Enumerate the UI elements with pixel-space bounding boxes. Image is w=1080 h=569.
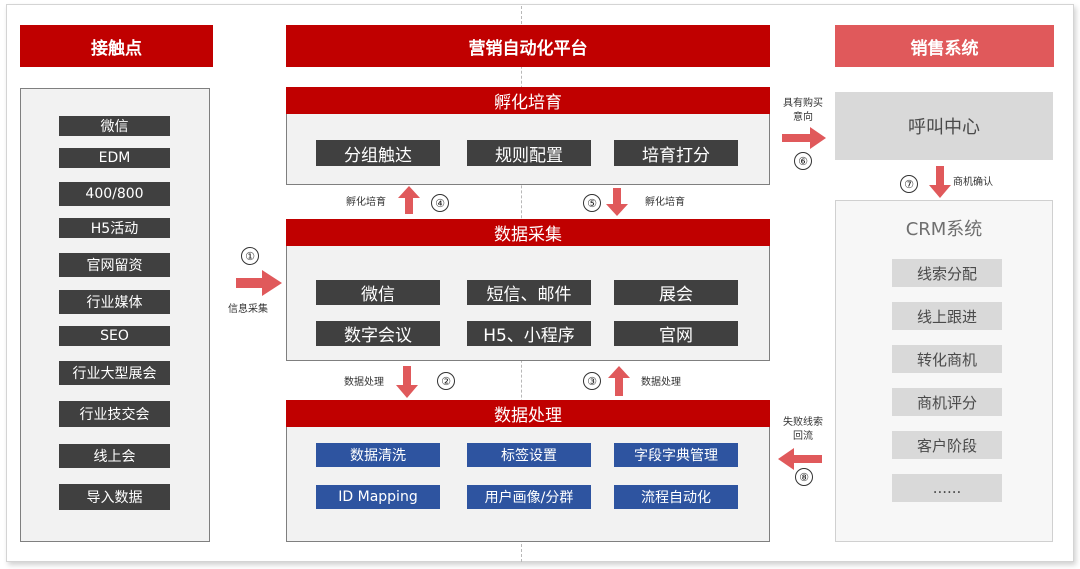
flow-8-label: 失败线索 回流: [776, 416, 830, 444]
flow-2-label: 数据处理: [344, 377, 384, 388]
processing-item: ID Mapping: [316, 485, 440, 509]
arrow-down-icon: [929, 166, 951, 198]
processing-item: 流程自动化: [614, 485, 738, 509]
flow-8-label-line1: 失败线索: [783, 417, 823, 428]
touchpoint-item: 官网留资: [59, 253, 170, 277]
arrow-down-icon: [396, 366, 418, 398]
crm-title: CRM系统: [905, 219, 983, 240]
crm-item: 转化商机: [892, 345, 1002, 373]
touchpoint-item: 线上会: [59, 444, 170, 468]
touchpoint-item: H5活动: [59, 218, 170, 238]
incubation-item: 培育打分: [614, 140, 738, 166]
crm-item: 客户阶段: [892, 431, 1002, 459]
crm-item: ......: [892, 474, 1002, 502]
flow-8-label-line2: 回流: [793, 431, 813, 442]
collection-item: 官网: [614, 321, 738, 346]
processing-title: 数据处理: [286, 400, 770, 427]
arrow-up-icon: [608, 366, 630, 396]
flow-1-label: 信息采集: [228, 304, 268, 315]
touchpoints-header: 接触点: [20, 25, 213, 67]
touchpoint-item: 导入数据: [59, 484, 170, 510]
touchpoint-item: SEO: [59, 326, 170, 346]
collection-item: 展会: [614, 280, 738, 305]
collection-item: 微信: [316, 280, 440, 305]
touchpoint-item: EDM: [59, 148, 170, 168]
flow-6-label-line1: 具有购买: [783, 98, 823, 109]
flow-6-label-line2: 意向: [793, 112, 813, 123]
processing-item: 字段字典管理: [614, 443, 738, 467]
crm-item: 线索分配: [892, 259, 1002, 287]
arrow-down-icon: [606, 188, 628, 216]
processing-item: 用户画像/分群: [467, 485, 591, 509]
crm-item: 商机评分: [892, 388, 1002, 416]
platform-header: 营销自动化平台: [286, 25, 770, 67]
flow-4-number: ④: [431, 194, 449, 212]
collection-title: 数据采集: [286, 219, 770, 246]
touchpoint-item: 行业媒体: [59, 290, 170, 314]
collection-item: H5、小程序: [467, 321, 591, 346]
flow-5-number: ⑤: [583, 194, 601, 212]
touchpoint-item: 微信: [59, 116, 170, 136]
flow-8-number: ⑧: [795, 468, 813, 486]
collection-item: 数字会议: [316, 321, 440, 346]
flow-7-number: ⑦: [900, 175, 918, 193]
touchpoint-item: 行业大型展会: [59, 361, 170, 385]
flow-7-label: 商机确认: [953, 177, 993, 188]
arrow-right-icon: [782, 127, 826, 149]
collection-item: 短信、邮件: [467, 280, 591, 305]
call-center-box: 呼叫中心: [835, 92, 1053, 160]
touchpoint-item: 行业技交会: [59, 401, 170, 427]
incubation-item: 规则配置: [467, 140, 591, 166]
crm-item: 线上跟进: [892, 302, 1002, 330]
incubation-title: 孵化培育: [286, 87, 770, 114]
flow-3-label: 数据处理: [641, 377, 681, 388]
arrow-right-icon: [236, 270, 282, 296]
processing-item: 标签设置: [467, 443, 591, 467]
incubation-item: 分组触达: [316, 140, 440, 166]
flow-4-label: 孵化培育: [346, 197, 386, 208]
flow-1-number: ①: [241, 247, 259, 265]
flow-6-label: 具有购买 意向: [777, 97, 829, 125]
sales-header: 销售系统: [835, 25, 1054, 67]
processing-item: 数据清洗: [316, 443, 440, 467]
arrow-up-icon: [398, 186, 420, 214]
arrow-left-icon: [778, 448, 822, 470]
touchpoint-item: 400/800: [59, 182, 170, 206]
flow-2-number: ②: [437, 372, 455, 390]
flow-3-number: ③: [583, 372, 601, 390]
flow-6-number: ⑥: [794, 152, 812, 170]
flow-5-label: 孵化培育: [645, 197, 685, 208]
